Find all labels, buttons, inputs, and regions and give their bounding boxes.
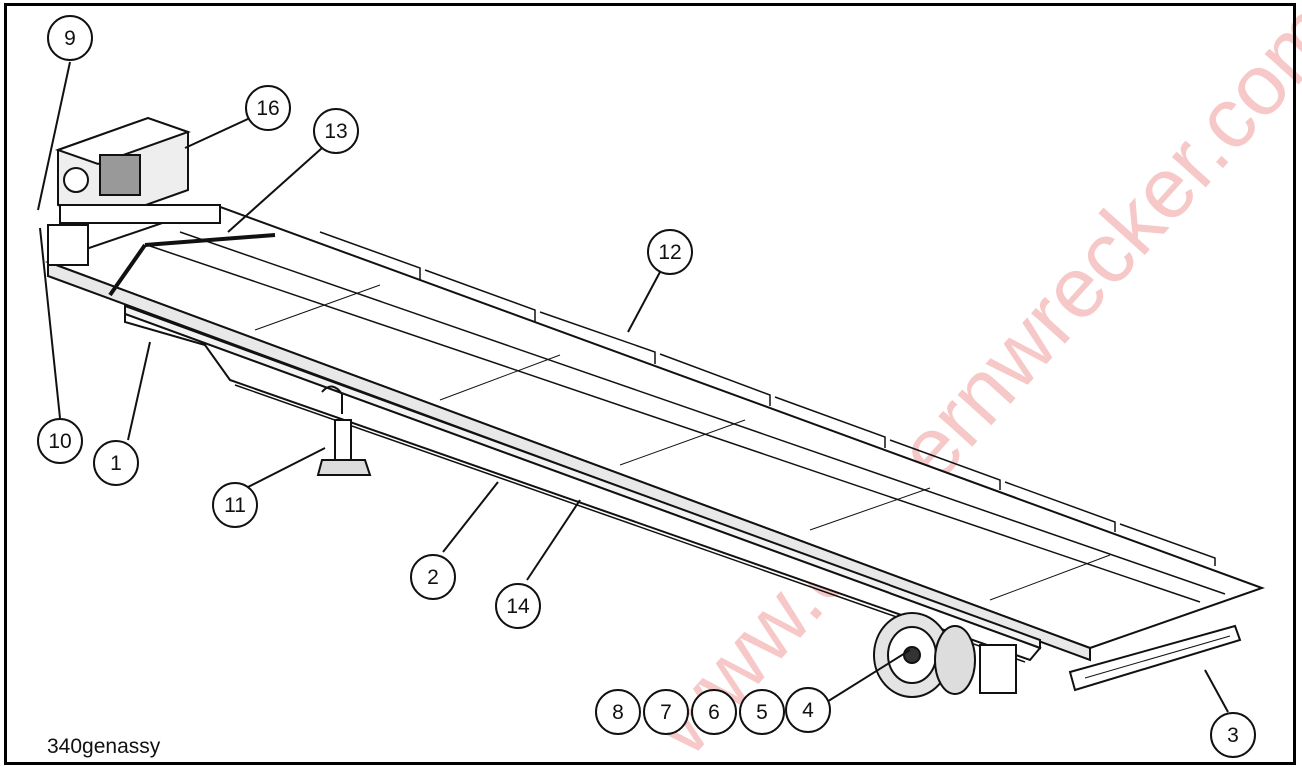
callout-12: 12 [647,229,693,275]
callout-1: 1 [93,440,139,486]
svg-text:4: 4 [802,699,814,722]
svg-text:6: 6 [708,701,720,724]
svg-text:3: 3 [1227,724,1239,747]
callout-5: 5 [739,689,785,735]
rear-bumper [1068,624,1242,692]
callout-11: 11 [212,482,258,528]
callout-14: 14 [495,583,541,629]
callout-4: 4 [785,687,831,733]
svg-text:11: 11 [224,494,246,517]
svg-text:5: 5 [756,701,768,724]
callout-9: 9 [47,15,93,61]
callout-8: 8 [595,689,641,735]
callout-6: 6 [691,689,737,735]
drawing-frame [4,3,1296,765]
callout-10: 10 [37,418,83,464]
jack-stand [316,385,372,476]
callout-16: 16 [245,85,291,131]
svg-text:12: 12 [658,241,681,264]
trailer-deck [45,203,1265,662]
callout-7: 7 [643,689,689,735]
callout-2: 2 [410,554,456,600]
svg-text:10: 10 [48,430,71,453]
generator-unit [47,116,221,266]
leader-lines [37,61,1229,713]
svg-text:16: 16 [256,97,279,120]
svg-text:14: 14 [506,595,530,618]
svg-text:13: 13 [324,120,347,143]
svg-text:2: 2 [427,566,439,589]
callout-3: 3 [1210,712,1256,758]
wheel-assembly [873,612,1017,698]
svg-text:9: 9 [64,27,76,50]
side-frame [124,312,1042,663]
winch-strap [108,233,276,297]
svg-text:7: 7 [660,701,672,724]
drawing-caption: 340genassy [47,735,161,758]
callout-13: 13 [313,108,359,154]
svg-text:8: 8 [612,701,624,724]
svg-text:1: 1 [110,452,122,475]
